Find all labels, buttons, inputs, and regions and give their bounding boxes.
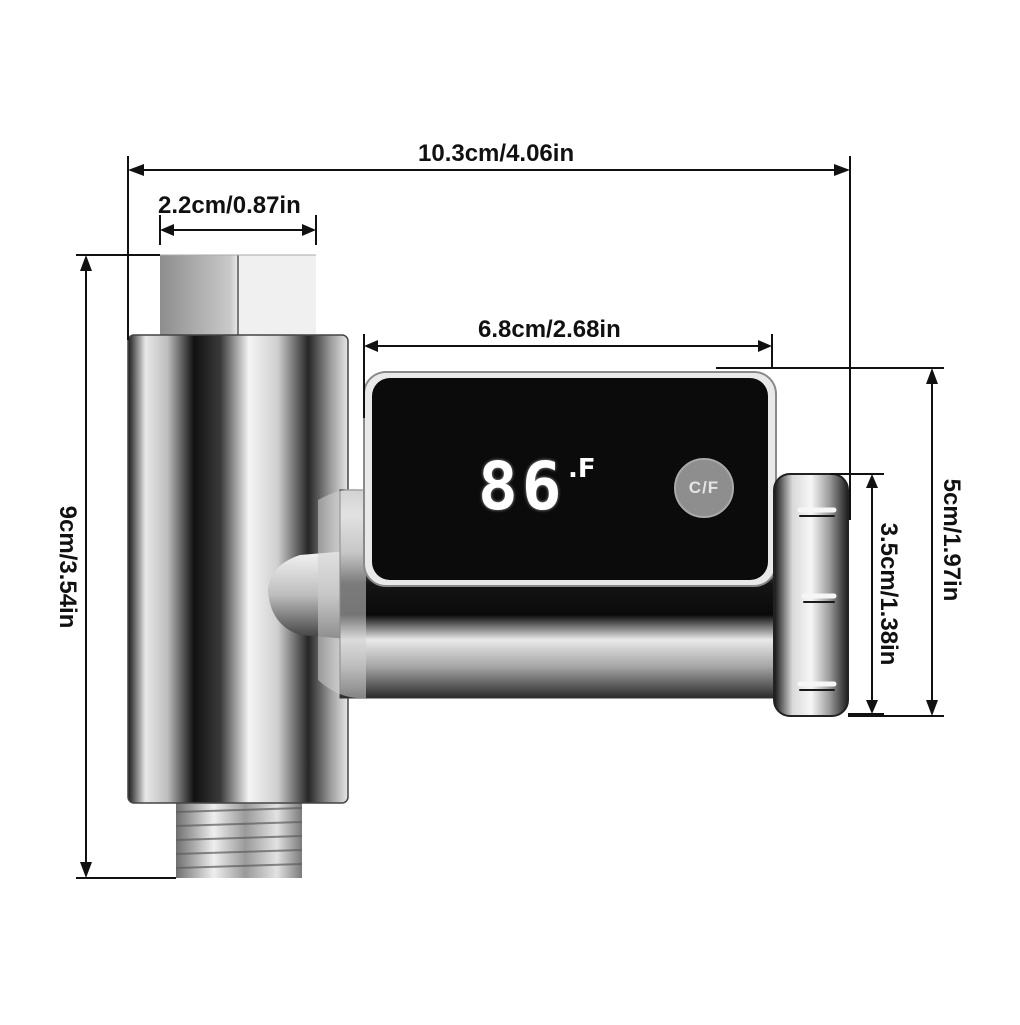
overall-width-label: 10.3cm/4.06in [418, 140, 575, 167]
display-housing [363, 371, 777, 587]
arrowheads [80, 164, 938, 878]
unit-toggle-label: C/F [688, 478, 720, 497]
dimension-lines [76, 156, 944, 879]
unit-toggle-button[interactable]: C/F [674, 458, 734, 518]
overall-height-label: 9cm/3.54in [54, 505, 81, 629]
temperature-unit: .F [568, 454, 596, 484]
cap-height-label: 3.5cm/1.38in [875, 522, 902, 666]
nut-width-label: 2.2cm/0.87in [158, 192, 301, 219]
lcd-screen [372, 378, 768, 580]
end-cap [773, 473, 849, 717]
hex-nut [160, 254, 316, 335]
display-width-label: 6.8cm/2.68in [478, 316, 621, 343]
temperature-reading: 86 [478, 448, 566, 525]
outlet-height-label: 5cm/1.97in [938, 478, 965, 602]
threaded-inlet [175, 800, 303, 878]
